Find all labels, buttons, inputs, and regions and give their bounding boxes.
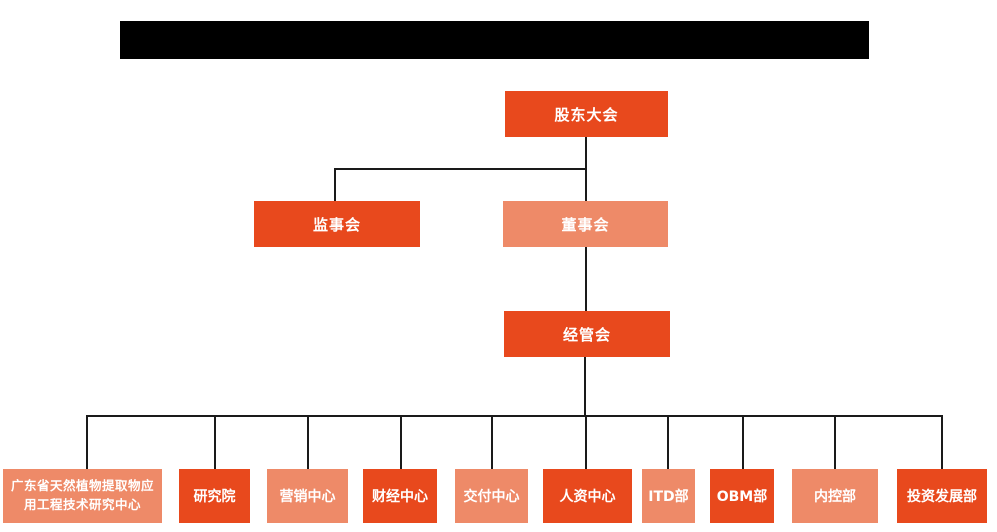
org-node-research-institute: 研究院 — [179, 469, 250, 523]
org-node-label: 监事会 — [312, 215, 361, 234]
connector-line — [307, 417, 309, 469]
org-node-label: 人资中心 — [559, 489, 616, 505]
connector-line — [334, 169, 336, 201]
org-node-label: 股东大会 — [554, 105, 619, 124]
connector-line — [86, 417, 88, 469]
org-node-marketing-center: 营销中心 — [267, 469, 348, 523]
org-node-hr-center: 人资中心 — [543, 469, 632, 523]
org-node-board-of-directors: 董事会 — [503, 201, 668, 247]
org-node-management-committee: 经管会 — [504, 311, 670, 357]
org-node-label: 交付中心 — [463, 489, 520, 505]
connector-line — [584, 357, 586, 416]
org-node-label: 经管会 — [562, 325, 611, 344]
org-node-investment-development-department: 投资发展部 — [897, 469, 987, 523]
connector-line — [585, 169, 587, 201]
org-node-supervisory-board: 监事会 — [254, 201, 420, 247]
org-node-label: 研究院 — [193, 489, 236, 505]
org-node-label: 投资发展部 — [907, 489, 977, 505]
org-node-guangdong-plant-extract-research-center: 广东省天然植物提取物应用工程技术研究中心 — [3, 469, 162, 523]
connector-line — [742, 417, 744, 469]
connector-line — [400, 417, 402, 469]
org-node-label: 内控部 — [814, 489, 856, 505]
org-node-label: 广东省天然植物提取物应用工程技术研究中心 — [10, 478, 154, 512]
redacted-title-bar — [120, 21, 869, 59]
connector-line — [491, 417, 493, 469]
org-node-finance-center: 财经中心 — [363, 469, 437, 523]
org-node-label: OBM部 — [716, 489, 768, 505]
org-node-internal-control-department: 内控部 — [792, 469, 878, 523]
connector-line — [86, 415, 943, 417]
connector-line — [667, 417, 669, 469]
connector-line — [834, 417, 836, 469]
org-node-itd-department: ITD部 — [642, 469, 695, 523]
connector-line — [941, 417, 943, 469]
connector-line — [585, 417, 587, 469]
org-node-label: 营销中心 — [279, 489, 336, 505]
connector-line — [334, 168, 587, 170]
org-node-shareholders-meeting: 股东大会 — [505, 91, 668, 137]
org-node-label: ITD部 — [648, 489, 689, 505]
connector-line — [585, 247, 587, 311]
org-node-delivery-center: 交付中心 — [455, 469, 528, 523]
org-node-label: 董事会 — [561, 215, 610, 234]
org-node-label: 财经中心 — [372, 489, 428, 505]
connector-line — [585, 137, 587, 169]
org-node-obm-department: OBM部 — [710, 469, 774, 523]
connector-line — [214, 417, 216, 469]
